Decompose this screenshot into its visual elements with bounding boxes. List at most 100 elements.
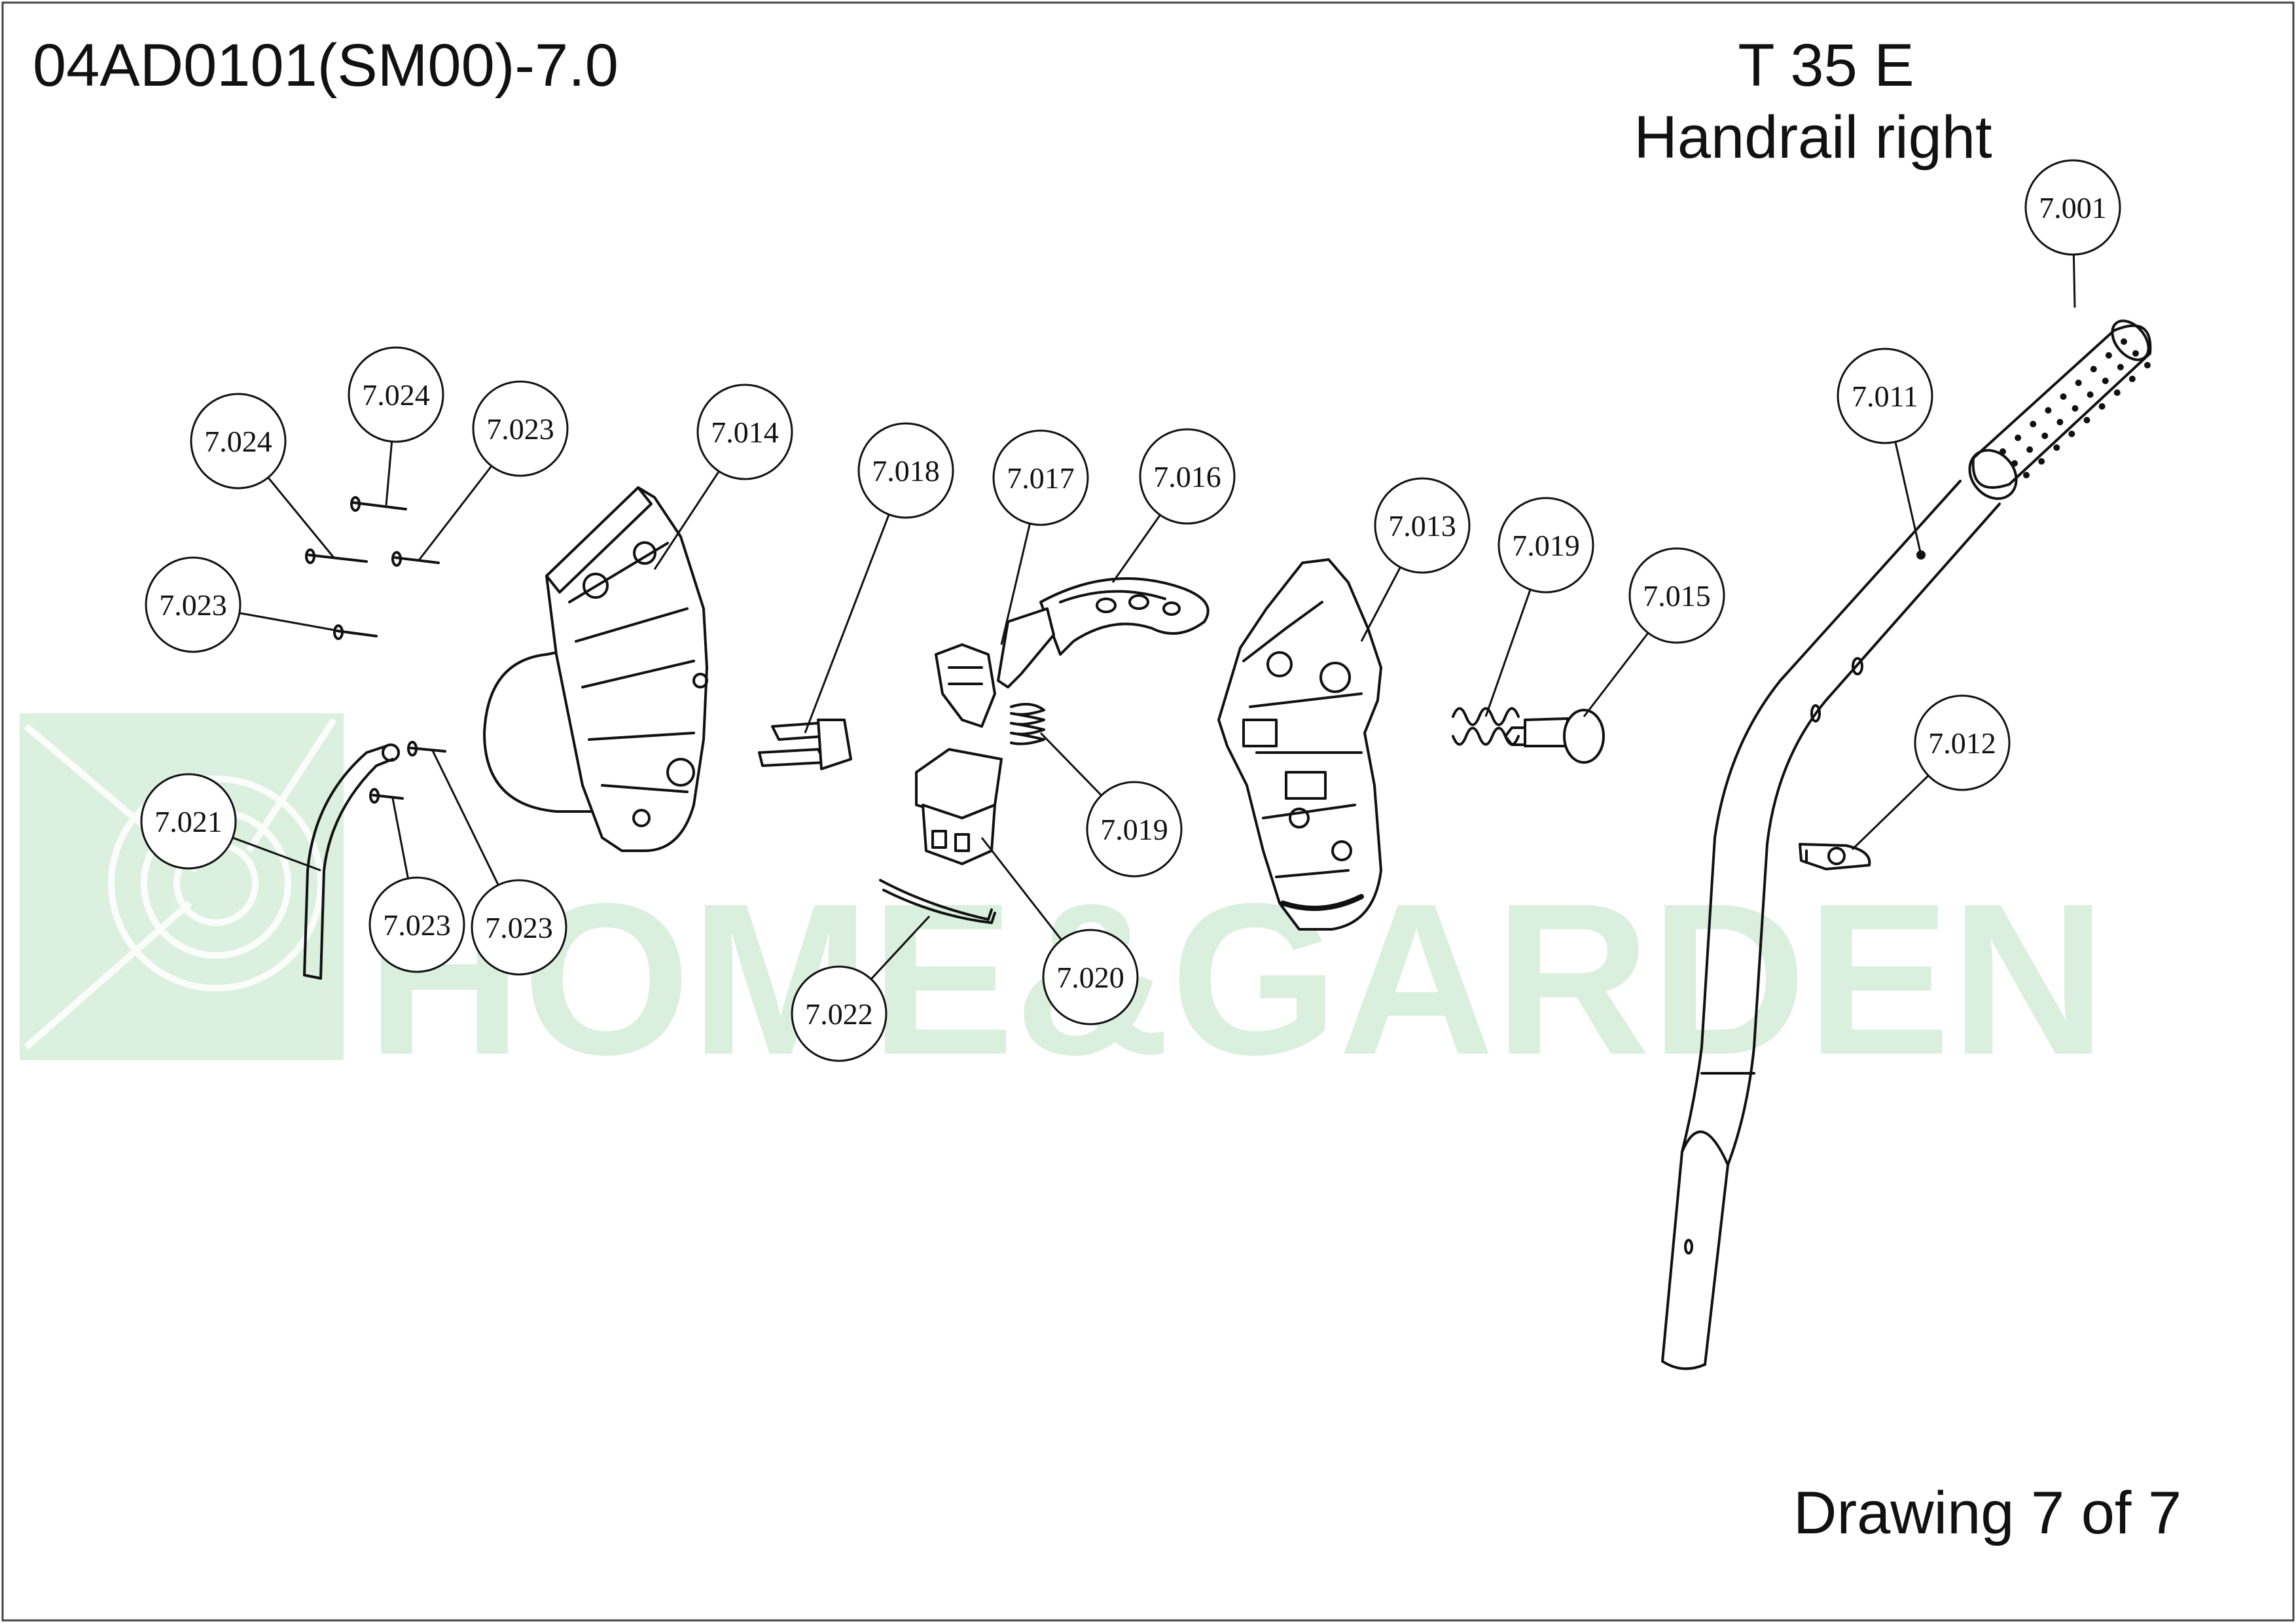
callout-7-017: 7.017 <box>992 429 1089 526</box>
callout-7-018: 7.018 <box>857 422 954 519</box>
callout-circle <box>1374 477 1471 574</box>
watermark-text: HOME&GARDEN <box>367 858 2106 1099</box>
grip-dot <box>2023 472 2030 478</box>
grip-dot <box>2102 378 2109 384</box>
grip-dot <box>2068 431 2075 437</box>
grip-dot <box>2000 448 2006 455</box>
leader-line <box>232 836 321 872</box>
callout-7-012: 7.012 <box>1914 694 2011 791</box>
assembly-name: Handrail right <box>1634 104 1992 171</box>
callout-7-023: 7.023 <box>471 879 567 976</box>
leader-line <box>385 441 393 506</box>
grip-dot <box>2026 446 2034 453</box>
leader-line <box>2072 254 2076 308</box>
grip-dot <box>2060 393 2067 400</box>
callout-circle <box>992 429 1089 526</box>
callout-circle <box>791 965 888 1062</box>
callout-7-024: 7.024 <box>348 346 444 443</box>
handrail-tube-7-011 <box>1661 480 2001 1370</box>
callout-circle <box>1628 547 1725 644</box>
leader-line <box>1484 589 1532 717</box>
callout-7-024: 7.024 <box>190 393 287 490</box>
callout-label: 7.016 <box>1153 460 1221 493</box>
grip-dot <box>2113 389 2121 396</box>
grip-dot <box>2105 352 2112 359</box>
leader-line <box>391 798 409 879</box>
grip-dot <box>2090 366 2097 372</box>
grip-dot <box>2053 444 2060 451</box>
callout-label: 7.023 <box>486 412 554 446</box>
leader-line <box>653 471 720 570</box>
callout-label: 7.001 <box>2039 191 2107 224</box>
grip-dot <box>2015 435 2022 441</box>
callout-7-013: 7.013 <box>1374 477 1471 574</box>
grip-dot <box>2087 391 2094 398</box>
callout-7-023: 7.023 <box>145 556 242 653</box>
cable-7-022 <box>879 879 996 924</box>
leader-line <box>870 915 931 980</box>
callout-circle <box>471 879 567 976</box>
grip-dot <box>2144 362 2151 368</box>
grip-dot <box>2045 407 2052 414</box>
callout-label: 7.019 <box>1100 813 1168 846</box>
grip-dot <box>2056 419 2064 425</box>
callout-label: 7.022 <box>805 997 873 1031</box>
callout-7-015: 7.015 <box>1628 547 1725 644</box>
callout-label: 7.011 <box>1852 380 1918 413</box>
callout-7-019: 7.019 <box>1086 781 1183 878</box>
callout-label: 7.023 <box>159 588 227 622</box>
callout-label: 7.021 <box>154 805 223 838</box>
callout-7-014: 7.014 <box>696 383 793 480</box>
grip-dot <box>2030 421 2037 427</box>
watermark: HOME&GARDEN <box>20 713 2106 1099</box>
callout-label: 7.023 <box>485 911 553 944</box>
callout-label: 7.013 <box>1388 509 1456 543</box>
callout-7-020: 7.020 <box>1042 929 1139 1026</box>
grip-dot <box>2128 376 2136 382</box>
grip-dot <box>2117 364 2124 370</box>
knob-7-015 <box>1504 709 1605 764</box>
callout-circle <box>348 346 444 443</box>
grip-dot <box>2011 460 2018 467</box>
callout-7-021: 7.021 <box>140 773 237 870</box>
callout-label: 7.014 <box>711 416 779 449</box>
callout-label: 7.015 <box>1643 579 1711 613</box>
leader-line <box>1894 441 1922 556</box>
bracket-7-017 <box>935 607 1055 728</box>
grip-dot <box>2121 338 2127 345</box>
callout-circle <box>1837 348 1933 444</box>
callout-7-022: 7.022 <box>791 965 888 1062</box>
callout-7-023: 7.023 <box>368 876 465 973</box>
grip-dot <box>2098 403 2106 410</box>
leader-line <box>239 612 354 635</box>
grip-7-001 <box>1968 319 2152 500</box>
callout-circle <box>1086 781 1183 878</box>
callout-label: 7.024 <box>362 378 430 412</box>
rod-7-021 <box>303 743 400 980</box>
callout-circle <box>1042 929 1139 1026</box>
pin-7-024-b <box>305 548 368 564</box>
pin-7-024-a <box>350 496 407 512</box>
sheet-number: Drawing 7 of 7 <box>1793 1480 2182 1546</box>
callout-labels: 7.001 7.011 7.012 7.013 7.014 7.015 7.016 7.017… <box>140 159 2121 1062</box>
callout-label: 7.020 <box>1056 961 1124 994</box>
callout-circle <box>2024 159 2121 256</box>
leader-line <box>1583 632 1649 717</box>
pin-7-023-a <box>391 551 440 567</box>
leader-line <box>1851 775 1929 851</box>
grip-dot <box>2072 405 2079 412</box>
callout-circle <box>1139 428 1236 525</box>
housing-left-7-014 <box>483 486 708 852</box>
callout-circle <box>472 380 569 477</box>
callout-7-011: 7.011 <box>1837 348 1933 444</box>
callout-label: 7.023 <box>383 908 451 942</box>
grip-dot <box>2041 433 2049 439</box>
drawing-number: 04AD0101(SM00)-7.0 <box>33 32 619 99</box>
grip-dot <box>2132 350 2139 357</box>
callout-circle <box>1914 694 2011 791</box>
callout-circle <box>145 556 242 653</box>
model-name: T 35 E <box>1738 32 1914 99</box>
leader-line <box>267 476 335 558</box>
